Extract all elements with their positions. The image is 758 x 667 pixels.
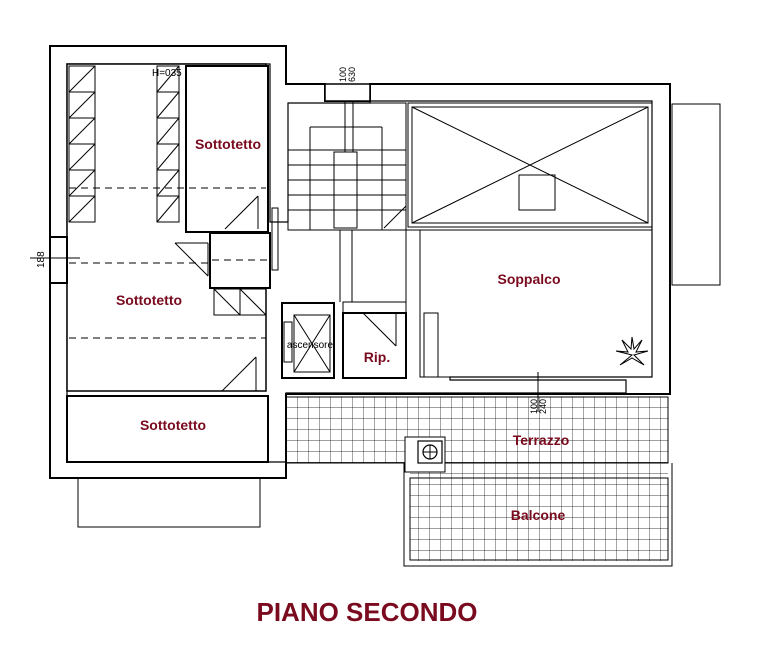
balcone-floor	[410, 463, 668, 561]
ascensore-shaft	[281, 302, 335, 379]
stairwell	[287, 101, 420, 302]
plan-title: PIANO SECONDO	[256, 597, 477, 627]
rip-top-jamb	[342, 301, 407, 314]
sottotetto-bottom-room	[66, 395, 269, 463]
soppalco-railing	[423, 312, 439, 378]
label-sottotetto-top: Sottotetto	[195, 136, 261, 152]
label-ripostiglio: Rip.	[364, 349, 390, 365]
terrazzo-floor	[286, 397, 668, 463]
passage-step-diag2	[239, 288, 267, 316]
label-sottotetto-mid: Sottotetto	[116, 292, 182, 308]
soppalco-room	[419, 229, 653, 378]
top-vent-notch	[324, 83, 371, 102]
roof-slope-cells-left	[68, 65, 96, 223]
label-ascensore: ascensore	[287, 340, 334, 351]
terrace-vent	[404, 436, 446, 473]
sottotetto-top-room	[185, 65, 269, 233]
dim-mid-a: 100	[529, 399, 539, 414]
balcone-outline	[403, 463, 673, 567]
door-swings-left	[174, 195, 259, 392]
plant-symbol	[615, 336, 649, 366]
rip-door	[362, 312, 397, 347]
left-window	[49, 236, 68, 284]
label-terrazzo: Terrazzo	[513, 432, 570, 448]
roof-slope-cells-right	[156, 65, 180, 223]
height-note: H=035	[152, 68, 182, 79]
label-soppalco: Soppalco	[497, 271, 560, 287]
label-balcone: Balcone	[511, 507, 566, 523]
dim-top-a: 100	[338, 67, 348, 82]
bottom-projection	[77, 477, 261, 528]
ripostiglio-room	[342, 312, 407, 379]
wall-opening	[271, 207, 279, 271]
balcone-inner-edge	[409, 477, 669, 561]
label-sottotetto-bottom: Sottotetto	[140, 417, 206, 433]
dim-mid-b: 240	[538, 399, 548, 414]
passage-step-diag1	[213, 288, 241, 316]
right-external-box	[671, 103, 721, 286]
dim-left: 188	[36, 251, 47, 268]
dim-top-b: 630	[347, 67, 357, 82]
soppalco-void	[407, 102, 653, 228]
